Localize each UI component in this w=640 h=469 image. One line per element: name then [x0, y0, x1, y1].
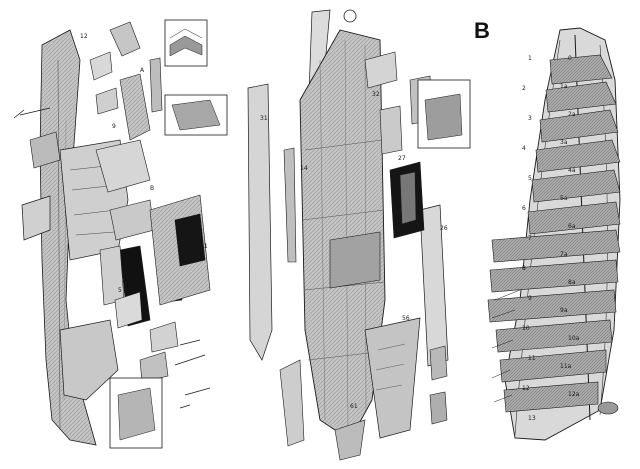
part-callout-label: 31: [260, 115, 268, 122]
part-callout-label: 32: [372, 91, 380, 98]
side-plank-right: [419, 204, 449, 367]
frame-number-label: 9a: [560, 307, 568, 314]
frame-number-label: 12: [522, 385, 530, 392]
frame-number-label: 3a: [560, 139, 568, 146]
keel-plate: [364, 317, 421, 439]
frame-number-label: 7a: [560, 251, 568, 258]
frame-number-label: 1: [528, 55, 532, 62]
frame-number-label: 8: [522, 265, 526, 272]
frame-number-label: 10a: [568, 335, 580, 342]
frames: [487, 54, 621, 413]
part-callout-label: 12: [80, 33, 88, 40]
frame-number-label: 5: [528, 175, 532, 182]
middle-hull-assembly: [247, 9, 471, 461]
frame-number-label: 4: [522, 145, 526, 152]
frame-number-label: 11a: [560, 363, 572, 370]
left-deck-assembly: [13, 19, 228, 449]
frame-number-label: 11: [528, 355, 536, 362]
frame-number-label: 3: [528, 115, 532, 122]
frame-number-label: 10: [522, 325, 530, 332]
frame-number-label: 6: [522, 205, 526, 212]
frame-number-label: 12a: [568, 391, 580, 398]
frame-number-label: 8a: [568, 279, 576, 286]
frame-number-label: 5a: [560, 195, 568, 202]
frame-number-label: 0: [568, 55, 572, 62]
frame-number-label: 9: [528, 295, 532, 302]
part-callout-label: 14: [300, 165, 308, 172]
frame-number-label: 7: [528, 235, 532, 242]
frame-number-label: 13: [528, 415, 536, 422]
part-callout-label: 11: [200, 243, 208, 250]
left-exploded-parts: [89, 21, 211, 383]
part-callout-label: B: [150, 185, 154, 192]
frame-assembly-B: [487, 27, 621, 441]
frame-number-label: 2a: [568, 111, 576, 118]
part-callout-label: 5: [118, 287, 122, 294]
stern-block: [59, 319, 119, 401]
frame-number-label: 2: [522, 85, 526, 92]
part-callout-label: A: [140, 67, 145, 74]
frame-number-label: 4a: [568, 167, 576, 174]
part-callout-label: 27: [398, 155, 406, 162]
panel-label-b: B: [474, 18, 490, 43]
part-callout-label: 56: [402, 315, 410, 322]
part-callout-label: 9: [112, 123, 116, 130]
part-callout-label: 26: [440, 225, 448, 232]
part-callout-label: 61: [350, 403, 358, 410]
frame-number-label: 1a: [560, 83, 568, 90]
frame-number-label: 6a: [568, 223, 576, 230]
side-plank-left: [247, 83, 273, 361]
